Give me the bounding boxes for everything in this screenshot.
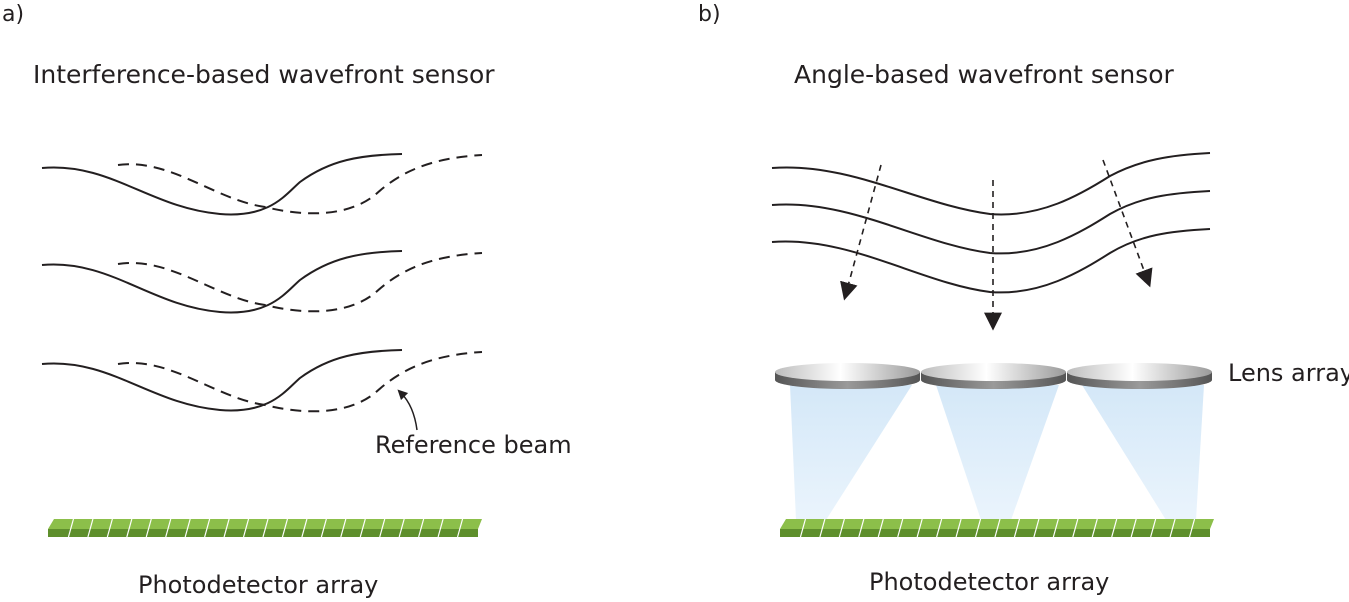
detector-pixel-divider [456,518,464,538]
detector-pixel-divider [359,518,366,538]
detector-pixel-divider [437,518,444,538]
wavefront-line-3 [771,228,1211,294]
detector-pixel-divider [1150,518,1157,538]
detector-pixel-divider [281,518,289,538]
detector-pixel-divider [1091,518,1098,538]
detector-pixel-divider [936,518,943,538]
detector-pixel-divider [126,518,133,538]
detector-pixel-divider [106,518,113,538]
lens-1 [775,363,920,389]
reference-beam-label: Reference beam [375,431,572,459]
detector-pixel-divider [916,518,923,538]
light-cones [790,385,1204,520]
measured-wavefront [41,250,403,314]
lens-array-label: Lens array [1228,359,1349,387]
panel-a-label: a) [2,2,25,27]
lens-array [775,363,1212,389]
propagation-arrow-right [1102,159,1153,288]
lens-2 [921,363,1066,389]
detector-pixel-divider [1111,518,1118,538]
panel-a-title: Interference-based wavefront sensor [33,60,495,89]
lens-face [1067,363,1212,381]
detector-edge [48,529,478,537]
detector-pixel-divider [1130,518,1137,538]
detector-pixel-divider [955,518,962,538]
detector-pixel-divider [819,518,826,538]
reference-wavefront [117,351,483,413]
detector-pixel-divider [1033,518,1040,538]
wavefront-group-a [41,153,483,431]
detector-pixel-divider [1188,518,1196,538]
wavefront-line-1 [771,152,1211,216]
wavefront-line-2 [771,190,1211,255]
detector-pixel-divider [204,518,211,538]
detector-surface [780,519,1214,529]
detector-surface [48,519,482,529]
reference-pointer-arrow [397,389,418,431]
detector-pixel-divider [67,518,75,538]
detector-pixel-divider [320,518,327,538]
detector-pixel-divider [301,518,308,538]
detector-pixel-divider [418,518,425,538]
photodetector-label-b: Photodetector array [869,568,1110,596]
detector-pixel-divider [994,518,1001,538]
light-cone-2 [936,385,1059,520]
detector-pixel-divider [974,518,982,538]
panel-b-label: b) [698,2,721,27]
detector-pixel-divider [223,518,230,538]
reference-wavefront [117,154,483,215]
measured-wavefront [41,349,403,412]
detector-pixel-divider [1072,518,1079,538]
propagation-arrow-left [840,164,882,301]
detector-pixel-divider [184,518,191,538]
measured-wavefront [41,153,403,216]
detector-pixel-divider [379,518,386,538]
wave-pair-2 [41,250,483,314]
detector-pixel-divider [858,518,865,538]
light-cone-3 [1082,385,1204,520]
photodetector-array-a [48,518,482,538]
photodetector-label-a: Photodetector array [138,571,379,599]
wave-pair-3 [41,349,483,413]
detector-pixel-divider [262,518,269,538]
detector-pixel-divider [1013,518,1021,538]
detector-pixel-divider [340,518,347,538]
detector-pixel-divider [242,518,250,538]
detector-pixel-divider [799,518,807,538]
detector-pixel-divider [838,518,845,538]
wave-pair-1 [41,153,483,216]
detector-pixel-divider [1052,518,1059,538]
detector-pixel-divider [1169,518,1176,538]
lens-3 [1067,363,1212,389]
propagation-arrows [840,159,1153,331]
detector-edge [780,529,1210,537]
detector-pixel-divider [398,518,405,538]
detector-pixel-divider [897,518,904,538]
detector-pixel-divider [87,518,94,538]
light-cone-1 [790,385,912,520]
lens-face [775,363,920,381]
detector-pixel-divider [145,518,152,538]
detector-pixel-divider [877,518,884,538]
reference-wavefront [117,252,483,313]
wavefront-group-b [771,152,1211,294]
panel-b-title: Angle-based wavefront sensor [794,60,1174,89]
lens-face [921,363,1066,381]
photodetector-array-b [780,518,1214,538]
detector-pixel-divider [165,518,172,538]
